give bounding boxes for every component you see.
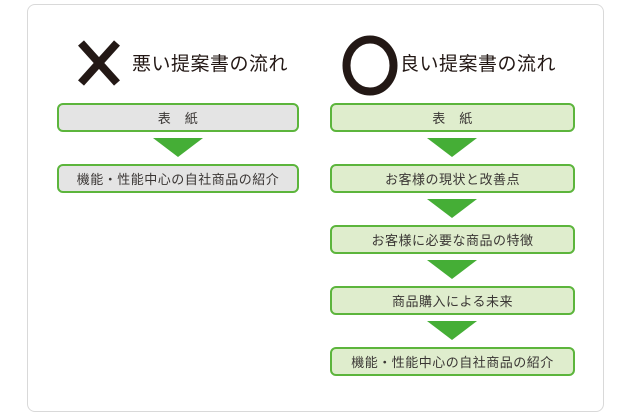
down-arrow-icon [427, 321, 477, 340]
down-arrow-icon [427, 199, 477, 218]
down-arrow-icon [427, 260, 477, 279]
bad-flow-step-cover: 表 紙 [57, 103, 299, 132]
cross-icon [78, 40, 120, 86]
good-flow-step-current-state: お客様の現状と改善点 [330, 164, 575, 193]
good-flow-step-cover: 表 紙 [330, 103, 575, 132]
down-arrow-icon [153, 138, 203, 157]
good-flow-title: 良い提案書の流れ [400, 53, 557, 75]
circle-icon [342, 35, 398, 96]
good-flow-step-product-intro: 機能・性能中心の自社商品の紹介 [330, 347, 575, 376]
good-flow-step-future: 商品購入による未来 [330, 286, 575, 315]
good-flow-step-needed-features: お客様に必要な商品の特徴 [330, 225, 575, 254]
panel-background [27, 4, 604, 412]
bad-flow-title: 悪い提案書の流れ [132, 53, 289, 75]
bad-flow-step-product-intro: 機能・性能中心の自社商品の紹介 [57, 164, 299, 193]
down-arrow-icon [427, 138, 477, 157]
